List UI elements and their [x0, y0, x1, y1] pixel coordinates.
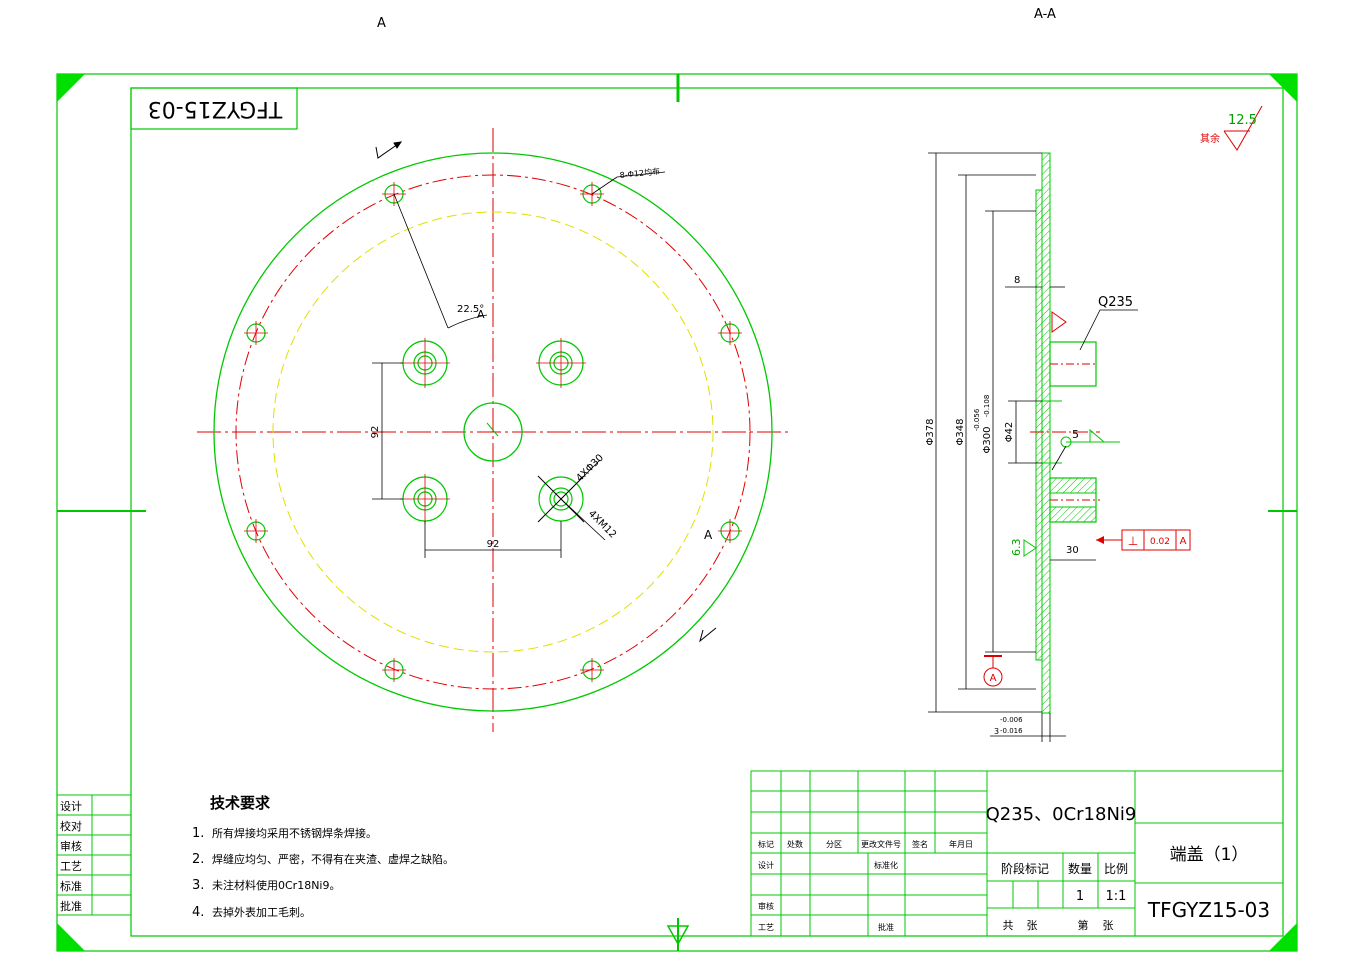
- standardization-label: 标准化: [874, 860, 898, 870]
- corner-markers: [57, 74, 1297, 951]
- title-part-name: 端盖（1）: [1170, 845, 1249, 865]
- front-view: 92 92 4XΦ30 4XM12 22.5° A 8-Φ12均布 A: [197, 128, 792, 732]
- note-4x-d30: 4XΦ30: [574, 452, 606, 484]
- scale-value: 1:1: [1106, 889, 1127, 904]
- rev-header: 分区: [826, 840, 842, 849]
- view-label-a-a: A-A: [1034, 7, 1056, 22]
- material-q235: Q235: [1098, 295, 1133, 310]
- dim-d300-tol-upper: -0.056: [973, 408, 981, 431]
- note-4x-m12: 4XM12: [586, 508, 618, 540]
- tech-item-text: 未注材料使用0Cr18Ni9。: [212, 878, 340, 892]
- dim-92-horizontal: 92: [487, 539, 500, 550]
- approval-label: 批准: [878, 922, 894, 932]
- left-sign-strip: [56, 794, 132, 916]
- tech-item-text: 去掉外表加工毛刺。: [212, 905, 311, 919]
- section-view: Φ378 Φ348 Φ300 -0.056 -0.108 Φ42 8 30 3 …: [925, 152, 1191, 742]
- scale-label: 比例: [1104, 862, 1128, 876]
- title-material: Q235、0Cr18Ni9: [986, 804, 1137, 825]
- drawing-number-rotated: TFGYZ15-03: [148, 96, 283, 121]
- left-strip-cell: 设计: [60, 800, 82, 813]
- left-strip-cell: 批准: [60, 899, 82, 913]
- sign-row: 工艺: [758, 923, 774, 932]
- angle-label: 22.5°: [457, 304, 484, 315]
- tech-item-text: 焊缝应均匀、严密，不得有在夹渣、虚焊之缺陷。: [212, 852, 454, 866]
- rev-header: 处数: [787, 839, 803, 849]
- dim-3-tol-upper: -0.006: [1000, 716, 1023, 724]
- section-mark-inline: A: [477, 308, 485, 321]
- dim-d378: Φ378: [925, 419, 936, 446]
- tech-title: 技术要求: [210, 794, 271, 812]
- left-strip-cell: 校对: [60, 819, 82, 833]
- tol-symbol: ⊥: [1128, 534, 1138, 548]
- tech-item-num: 3.: [192, 878, 204, 893]
- outer-flange-circle: [213, 152, 773, 712]
- roughness-value-12-5: 12.5: [1228, 113, 1257, 128]
- dim-d42: Φ42: [1004, 422, 1015, 443]
- left-strip-cell: 审核: [60, 839, 82, 853]
- tech-item-text: 所有焊接均采用不锈钢焊条焊接。: [212, 826, 377, 840]
- sheet-unit: 张: [1103, 919, 1114, 932]
- rev-header: 更改文件号: [861, 839, 901, 849]
- dim-8: 8: [1014, 275, 1020, 286]
- total-sheets-label: 共: [1003, 919, 1014, 932]
- drawing-number-rotated-box: [130, 87, 298, 130]
- tol-value: 0.02: [1150, 537, 1170, 547]
- qty-value: 1: [1076, 889, 1084, 904]
- dim-30: 30: [1066, 545, 1079, 556]
- left-strip-cell: 标准: [60, 879, 82, 893]
- sign-row: 审核: [758, 901, 774, 911]
- dim-3-tol-lower: -0.016: [1000, 727, 1023, 735]
- title-block: [750, 770, 1284, 937]
- bolt-circle: [235, 174, 751, 690]
- dim-3: 3: [994, 727, 999, 736]
- spigot-hidden-circle: [272, 211, 714, 653]
- rev-header: 标记: [758, 839, 774, 849]
- roughness-note: 其余: [1200, 132, 1220, 145]
- weld-size: 5: [1072, 428, 1079, 441]
- view-label-a: A: [377, 16, 386, 31]
- rev-header: 签名: [912, 839, 928, 849]
- dim-d300-tol-lower: -0.108: [983, 395, 991, 418]
- title-drawing-number: TFGYZ15-03: [1147, 898, 1270, 922]
- stage-label: 阶段标记: [1001, 861, 1049, 876]
- hub-circle: [463, 402, 523, 462]
- rev-header: 年月日: [949, 839, 973, 849]
- total-sheets-unit: 张: [1027, 919, 1038, 932]
- tech-item-num: 1.: [192, 826, 204, 841]
- tol-datum: A: [1180, 536, 1187, 547]
- dim-d300: Φ300: [982, 427, 993, 454]
- sign-row: 设计: [758, 860, 774, 870]
- note-8-d12: 8-Φ12均布: [619, 166, 660, 180]
- qty-label: 数量: [1068, 861, 1092, 876]
- left-strip-cell: 工艺: [60, 860, 82, 873]
- tech-requirements: 技术要求 1. 所有焊接均采用不锈钢焊条焊接。 2. 焊缝应均匀、严密，不得有在…: [192, 794, 454, 920]
- tech-item-num: 2.: [192, 852, 204, 867]
- section-mark-a-right: A: [704, 528, 713, 542]
- sheet-label: 第: [1078, 918, 1089, 932]
- tech-item-num: 4.: [192, 905, 204, 920]
- datum-a: A: [990, 673, 997, 684]
- roughness-6-3: 6.3: [1010, 539, 1023, 557]
- dim-d348: Φ348: [955, 419, 966, 446]
- roughness-corner: 12.5 其余: [1200, 105, 1263, 151]
- dim-92-vertical: 92: [370, 426, 381, 439]
